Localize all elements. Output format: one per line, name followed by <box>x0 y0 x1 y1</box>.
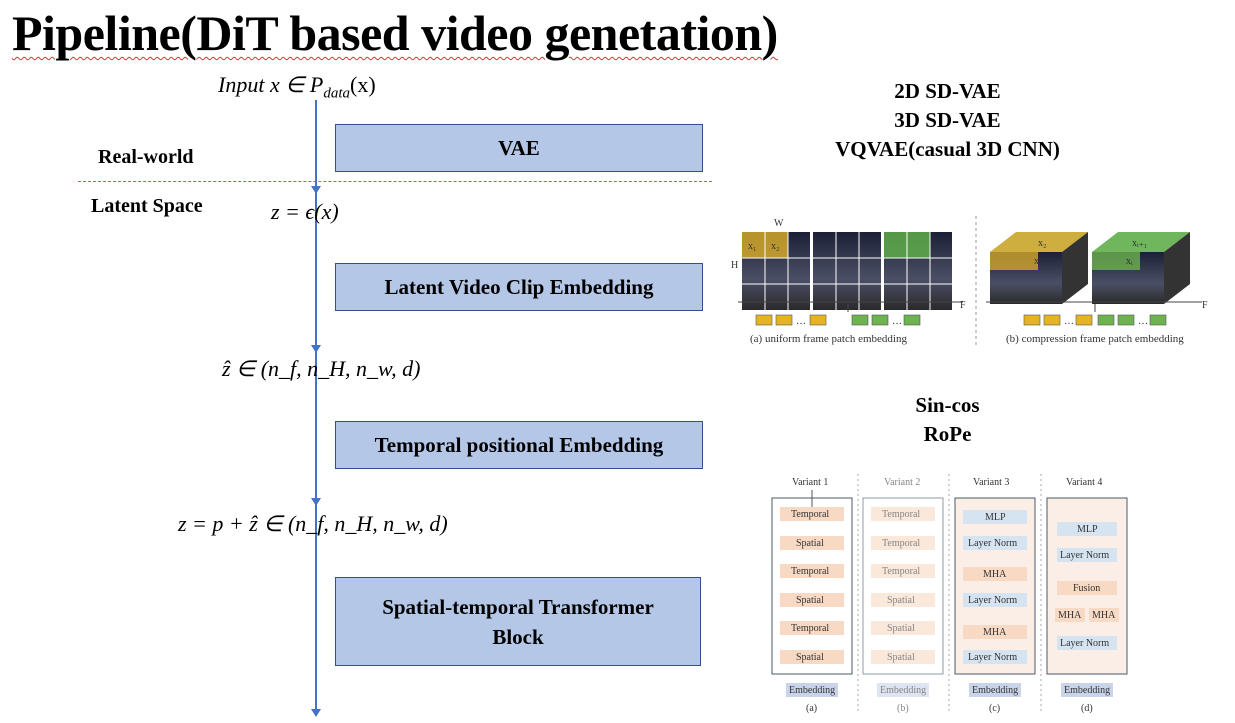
svg-text:Layer Norm: Layer Norm <box>968 595 1017 606</box>
transformer-variants-figure: Variant 1 Temporal Spatial Temporal Spat… <box>771 474 1128 714</box>
svg-text:Spatial: Spatial <box>796 538 824 549</box>
frame-a3 <box>884 232 952 310</box>
cube-b2: xᵢ₊₁ xᵢ <box>1092 232 1190 304</box>
variant-1: Variant 1 Temporal Spatial Temporal Spat… <box>771 477 853 714</box>
pos-option: Sin-cos <box>915 393 980 417</box>
divider-line <box>78 181 712 182</box>
svg-text:…: … <box>1138 316 1148 327</box>
svg-text:Temporal: Temporal <box>791 509 829 520</box>
svg-text:Temporal: Temporal <box>791 623 829 634</box>
svg-text:x₁: x₁ <box>748 241 757 252</box>
svg-text:Variant 4: Variant 4 <box>1066 477 1102 488</box>
temporal-pos-box: Temporal positional Embedding <box>335 421 703 469</box>
vae-options: 2D SD-VAE 3D SD-VAE VQVAE(casual 3D CNN) <box>770 77 1125 164</box>
svg-text:MHA: MHA <box>1092 610 1116 621</box>
svg-text:MLP: MLP <box>1077 524 1098 535</box>
pos-sum-equation: z = p + ẑ ∈ (n_f, n_H, n_w, d) <box>178 511 448 536</box>
zhat-dims-equation: ẑ ∈ (n_f, n_H, n_w, d) <box>222 356 421 381</box>
arrowhead <box>311 709 321 717</box>
cube-b1: x₂ x₁ <box>990 232 1088 304</box>
pos-options: Sin-cos RoPe <box>770 391 1125 449</box>
tokens-a: … … <box>755 304 921 327</box>
svg-text:…: … <box>796 316 806 327</box>
svg-text:Layer Norm: Layer Norm <box>1060 550 1109 561</box>
svg-text:Spatial: Spatial <box>887 595 915 606</box>
vae-option: 2D SD-VAE <box>894 79 1001 103</box>
svg-text:Embedding: Embedding <box>789 685 835 696</box>
svg-text:x₁: x₁ <box>1034 256 1043 267</box>
svg-text:(c): (c) <box>989 703 1000 714</box>
axis-h-label: H <box>731 260 738 271</box>
svg-text:Layer Norm: Layer Norm <box>968 652 1017 663</box>
svg-text:Temporal: Temporal <box>882 509 920 520</box>
svg-text:(b): (b) <box>897 703 909 714</box>
axis-f-label-a: F <box>960 300 966 311</box>
vae-box: VAE <box>335 124 703 172</box>
svg-text:Variant 1: Variant 1 <box>792 477 828 488</box>
latent-space-label: Latent Space <box>91 195 203 217</box>
variant-2: Variant 2 Temporal Temporal Temporal Spa… <box>862 477 944 714</box>
latent-equation: z = ϵ(x) <box>271 199 339 224</box>
svg-text:Embedding: Embedding <box>1064 685 1110 696</box>
arrowhead <box>311 345 321 353</box>
svg-text:Variant 2: Variant 2 <box>884 477 920 488</box>
input-equation: Input x ∈ Pdata(x) <box>218 72 376 102</box>
svg-text:x₂: x₂ <box>1038 238 1047 249</box>
svg-text:…: … <box>892 316 902 327</box>
arrowhead <box>311 498 321 506</box>
vae-option: 3D SD-VAE <box>894 108 1001 132</box>
arrowhead <box>311 186 321 194</box>
svg-text:Variant 3: Variant 3 <box>973 477 1009 488</box>
svg-text:MLP: MLP <box>985 512 1006 523</box>
patch-embedding-figure: W H x₁ x₂ … … (a) uniform frame patch em… <box>731 216 1208 346</box>
svg-text:x₂: x₂ <box>771 241 780 252</box>
svg-text:Embedding: Embedding <box>972 685 1018 696</box>
svg-text:(a): (a) <box>806 703 817 714</box>
axis-w-label: W <box>774 218 784 229</box>
st-block-box: Spatial-temporal Transformer Block <box>335 577 701 666</box>
svg-text:Spatial: Spatial <box>887 623 915 634</box>
svg-text:…: … <box>1064 316 1074 327</box>
caption-a: (a) uniform frame patch embedding <box>750 333 907 345</box>
svg-text:MHA: MHA <box>983 627 1007 638</box>
svg-text:Fusion: Fusion <box>1073 583 1100 594</box>
caption-b: (b) compression frame patch embedding <box>1006 333 1184 345</box>
svg-text:xᵢ₊₁: xᵢ₊₁ <box>1132 238 1147 249</box>
variant-4: Variant 4 MLP Layer Norm Fusion MHA MHA … <box>1046 477 1128 714</box>
svg-text:Spatial: Spatial <box>796 595 824 606</box>
tokens-b: … … <box>1023 304 1167 327</box>
frame-a2 <box>813 232 881 310</box>
page-title: Pipeline(DiT based video genetation) <box>12 5 778 61</box>
svg-text:Temporal: Temporal <box>882 538 920 549</box>
frame-a1: x₁ x₂ <box>742 232 810 310</box>
svg-text:Layer Norm: Layer Norm <box>968 538 1017 549</box>
vae-option: VQVAE(casual 3D CNN) <box>835 137 1060 161</box>
svg-text:Embedding: Embedding <box>880 685 926 696</box>
svg-text:Layer Norm: Layer Norm <box>1060 638 1109 649</box>
real-world-label: Real-world <box>98 146 194 168</box>
svg-text:Temporal: Temporal <box>791 566 829 577</box>
svg-text:MHA: MHA <box>1058 610 1082 621</box>
variant-3: Variant 3 MLP Layer Norm MHA Layer Norm … <box>954 477 1036 714</box>
pos-option: RoPe <box>923 422 972 446</box>
svg-text:Temporal: Temporal <box>882 566 920 577</box>
svg-text:xᵢ: xᵢ <box>1126 256 1133 267</box>
svg-text:Spatial: Spatial <box>796 652 824 663</box>
svg-text:MHA: MHA <box>983 569 1007 580</box>
svg-text:(d): (d) <box>1081 703 1093 714</box>
svg-text:Spatial: Spatial <box>887 652 915 663</box>
latent-clip-box: Latent Video Clip Embedding <box>335 263 703 311</box>
flow-line <box>315 100 317 712</box>
axis-f-label-b: F <box>1202 300 1208 311</box>
